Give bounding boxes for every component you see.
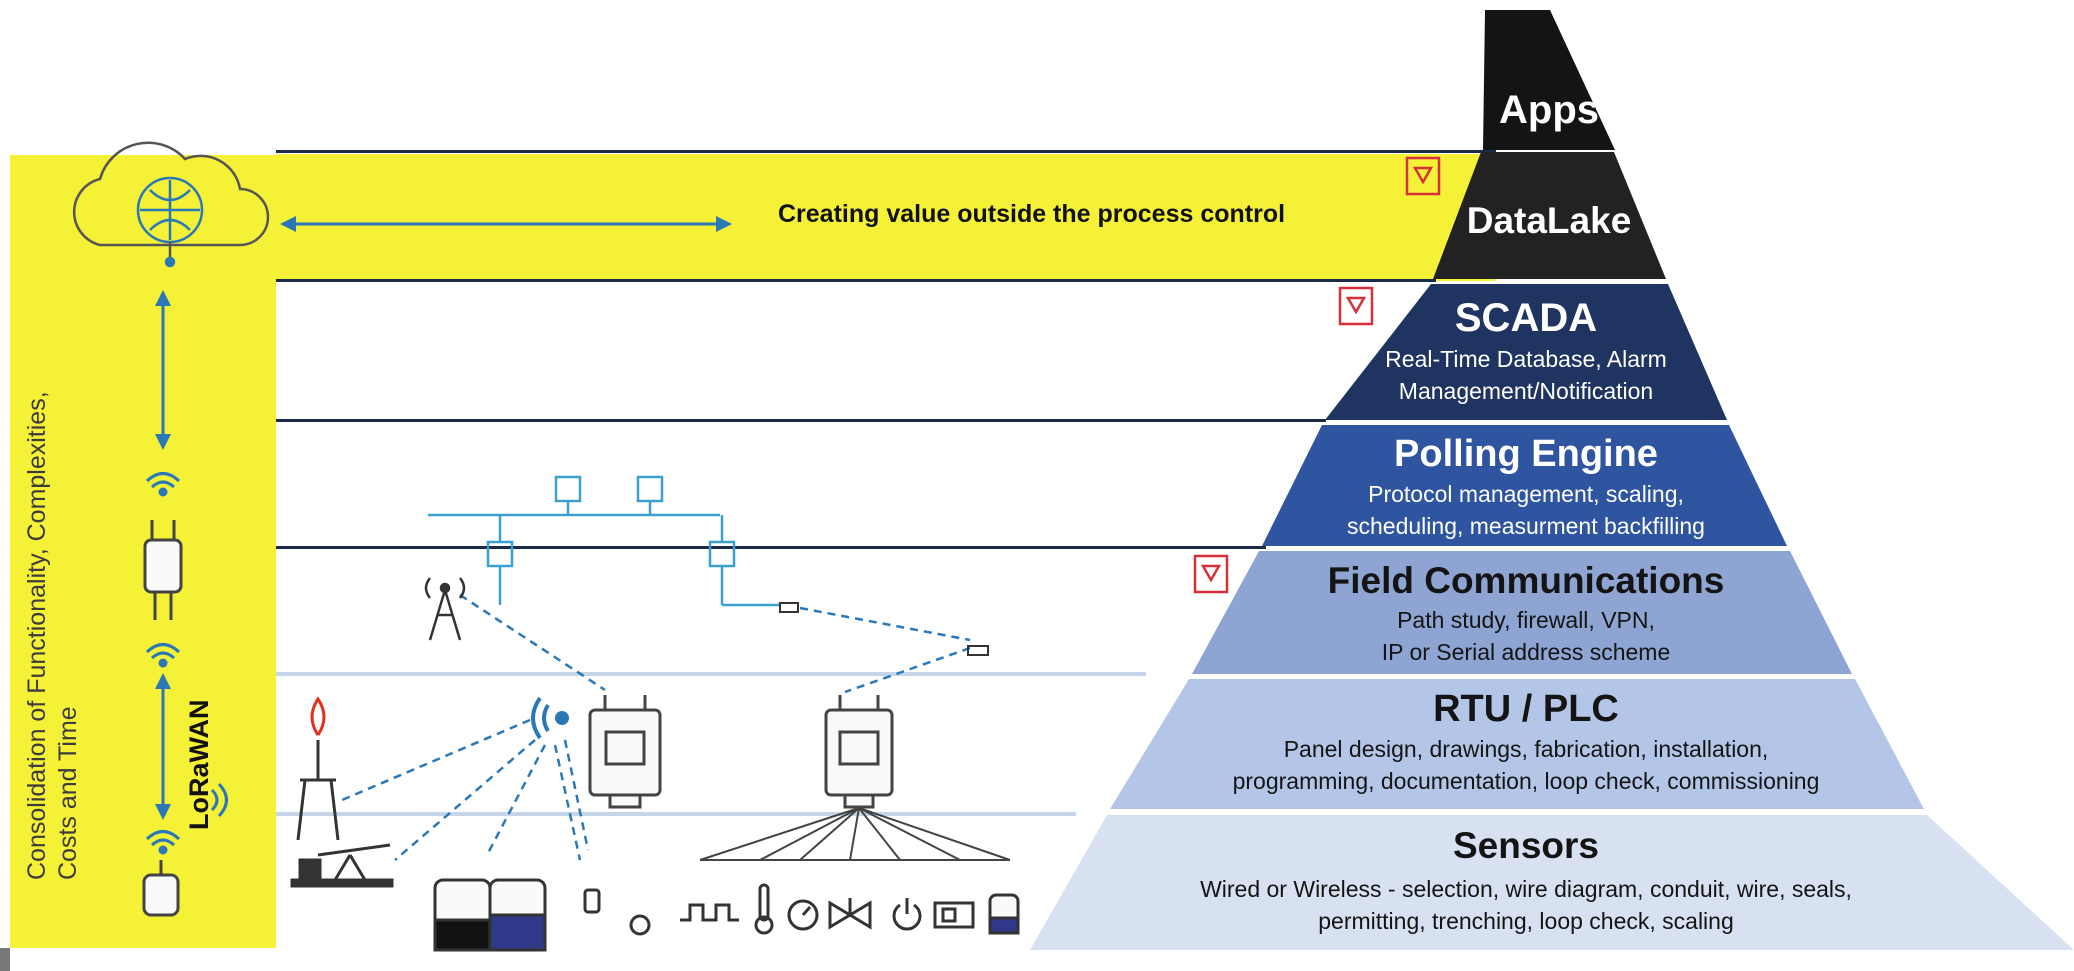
flow-meter-icon [933,901,975,929]
lorawan-gateway-icon [143,520,183,620]
layer-sub-polling-2: scheduling, measurment backfilling [1347,513,1705,539]
layer-title-datalake: DataLake [1466,200,1632,241]
level-line-apps [276,150,1496,153]
banner-double-arrow [280,216,732,232]
wireless-broadcast-icon [531,696,569,740]
pyramid-layer-datalake [1433,152,1666,279]
layer-title-polling: Polling Engine [1394,433,1658,475]
layer-title-apps: Apps [1499,88,1599,132]
wifi-signal-icon [145,472,228,855]
lorawan-sensor-icon [142,860,180,917]
layer-sub-sensors-2: permitting, trenching, loop check, scali… [1318,908,1734,934]
power-icon [892,898,922,931]
wireless-links [341,593,971,861]
cell-tower-icon [424,577,466,641]
layer-sub-rtu-2: programming, documentation, loop check, … [1232,768,1820,794]
radio-icon [779,602,989,656]
thermometer-icon [754,883,774,935]
layer-sub-field-2: IP or Serial address scheme [1381,639,1671,665]
layer-sub-rtu-1: Panel design, drawings, fabrication, ins… [1283,736,1769,762]
layer-sub-scada-2: Management/Notification [1398,378,1654,404]
pyramid-layer-rtu [1110,679,1924,809]
layer-title-rtu: RTU / PLC [1433,688,1619,730]
level-line-scada [276,419,1326,422]
layer-title-scada: SCADA [1454,296,1598,340]
level-line-polling [276,546,1266,549]
pyramid-layer-scada [1325,284,1727,420]
datalake-band [276,154,1496,281]
alert-tag-icon [1193,156,1441,594]
layer-sub-field-1: Path study, firewall, VPN, [1397,607,1655,633]
rtu-box-icon [588,695,662,809]
pressure-gauge-icon [583,888,651,936]
pumpjack-icon [290,843,394,888]
level-line-field [276,672,1146,676]
consolidation-column [10,155,276,948]
square-wave-icon [680,903,739,922]
vertical-arrow-lower [155,673,171,820]
plc-box-icon [824,695,894,809]
layer-title-field: Field Communications [1327,560,1725,601]
pyramid-layer-field [1192,551,1852,674]
layer-sub-polling-1: Protocol management, scaling, [1368,481,1684,507]
storage-tank-icon [433,878,547,952]
layer-sub-scada-1: Real-Time Database, Alarm [1385,346,1667,372]
pyramid-layer-polling [1262,425,1787,546]
sensor-wiring [699,807,1011,861]
valve-icon [828,898,872,930]
cloud-network-icon [73,141,270,268]
pressure-gauge-icon [787,899,819,931]
flare-stack-icon [296,696,340,841]
level-sensor-icon [988,893,1020,935]
page-edge-marker [0,948,10,971]
network-bus [428,475,780,607]
vertical-arrow-upper [155,290,171,450]
pyramid-layer-sensors [1030,815,2074,950]
layer-sub-sensors-1: Wired or Wireless - selection, wire diag… [1200,876,1852,902]
pyramid-layer-apps [1480,10,1615,150]
level-line-rtu [276,812,1076,816]
layer-title-sensors: Sensors [1452,825,1599,866]
level-line-datalake [276,279,1436,282]
banner-text: Creating value outside the process contr… [778,200,1286,228]
